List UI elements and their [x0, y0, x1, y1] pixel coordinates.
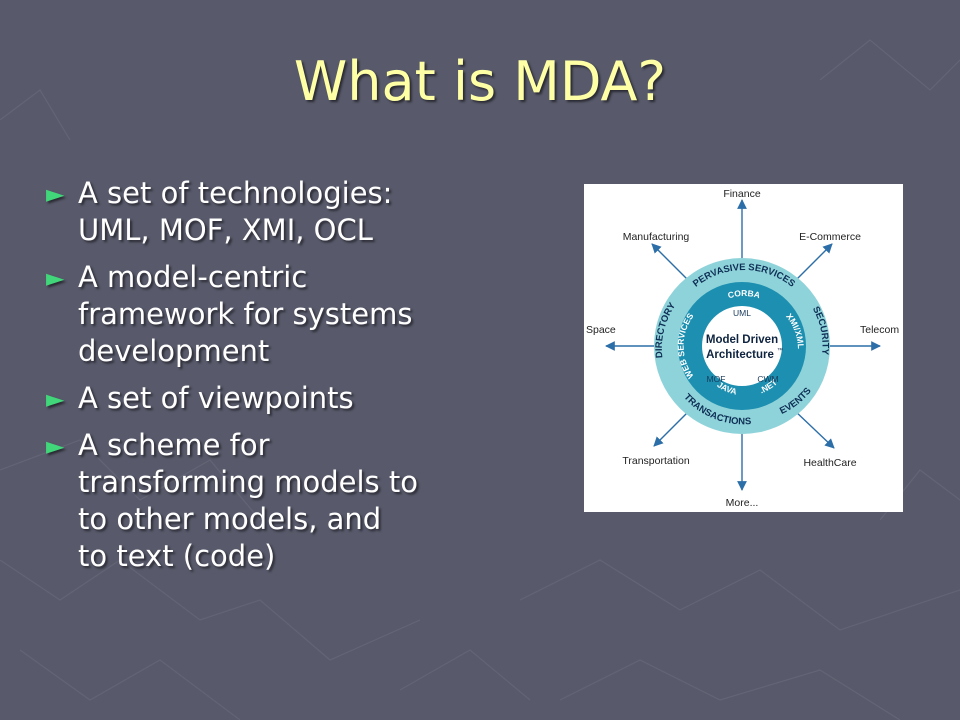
arrows — [605, 199, 881, 491]
label-ecommerce: E-Commerce — [799, 231, 861, 243]
label-healthcare: HealthCare — [803, 457, 856, 469]
triangle-right-icon: ► — [46, 180, 65, 208]
core-label-uml: UML — [733, 308, 751, 318]
label-telecom: Telecom — [860, 324, 899, 336]
center-title-line-1: Model Driven — [706, 334, 778, 346]
outer-labels: Finance E-Commerce Telecom HealthCare Mo… — [586, 188, 899, 509]
triangle-right-icon: ► — [46, 264, 65, 292]
bullet-item: ► A set of technologies: UML, MOF, XMI, … — [46, 175, 476, 249]
arrow-up-left — [651, 243, 691, 283]
bullet-item: ► A scheme for transforming models to to… — [46, 427, 476, 575]
label-manufacturing: Manufacturing — [623, 231, 690, 243]
trademark-mark: ™ — [777, 347, 783, 354]
core-label-mof: MOF — [707, 374, 726, 384]
label-space: Space — [586, 324, 616, 336]
bullet-item: ► A set of viewpoints — [46, 380, 476, 417]
bullet-line: A set of viewpoints — [78, 381, 354, 415]
triangle-right-icon: ► — [46, 385, 65, 413]
label-more: More... — [726, 497, 759, 509]
center-disc — [702, 306, 782, 386]
bullet-list: ► A set of technologies: UML, MOF, XMI, … — [46, 175, 476, 585]
mda-diagram-svg: PERVASIVE SERVICES SECURITY TRANSACTIONS… — [586, 188, 899, 509]
bullet-line: to text (code) — [78, 539, 276, 573]
center-title-line-2: Architecture — [706, 349, 774, 361]
bullet-line: A model-centric — [78, 260, 308, 294]
center-title: Model Driven Architecture ™ — [706, 334, 783, 361]
slide-title: What is MDA? — [293, 50, 667, 113]
bullet-line: to other models, and — [78, 502, 382, 536]
label-transportation: Transportation — [622, 455, 689, 467]
bullet-line: development — [78, 334, 270, 368]
label-finance: Finance — [723, 188, 761, 200]
core-labels: UML MOF CWM — [707, 308, 779, 384]
bullet-item: ► A model-centric framework for systems … — [46, 259, 476, 370]
triangle-right-icon: ► — [46, 432, 65, 460]
arrow-down-left — [653, 409, 691, 447]
bullet-line: transforming models to — [78, 465, 418, 499]
inner-label-top: CORBA — [727, 288, 762, 300]
arrow-up-right — [793, 243, 833, 283]
core-label-cwm: CWM — [757, 374, 778, 384]
bullet-line: UML, MOF, XMI, OCL — [78, 213, 373, 247]
bullet-line: A set of technologies: — [78, 176, 393, 210]
arrow-down-right — [793, 409, 835, 449]
bullet-line: framework for systems — [78, 297, 413, 331]
mda-diagram: PERVASIVE SERVICES SECURITY TRANSACTIONS… — [584, 184, 903, 512]
bullet-line: A scheme for — [78, 428, 270, 462]
